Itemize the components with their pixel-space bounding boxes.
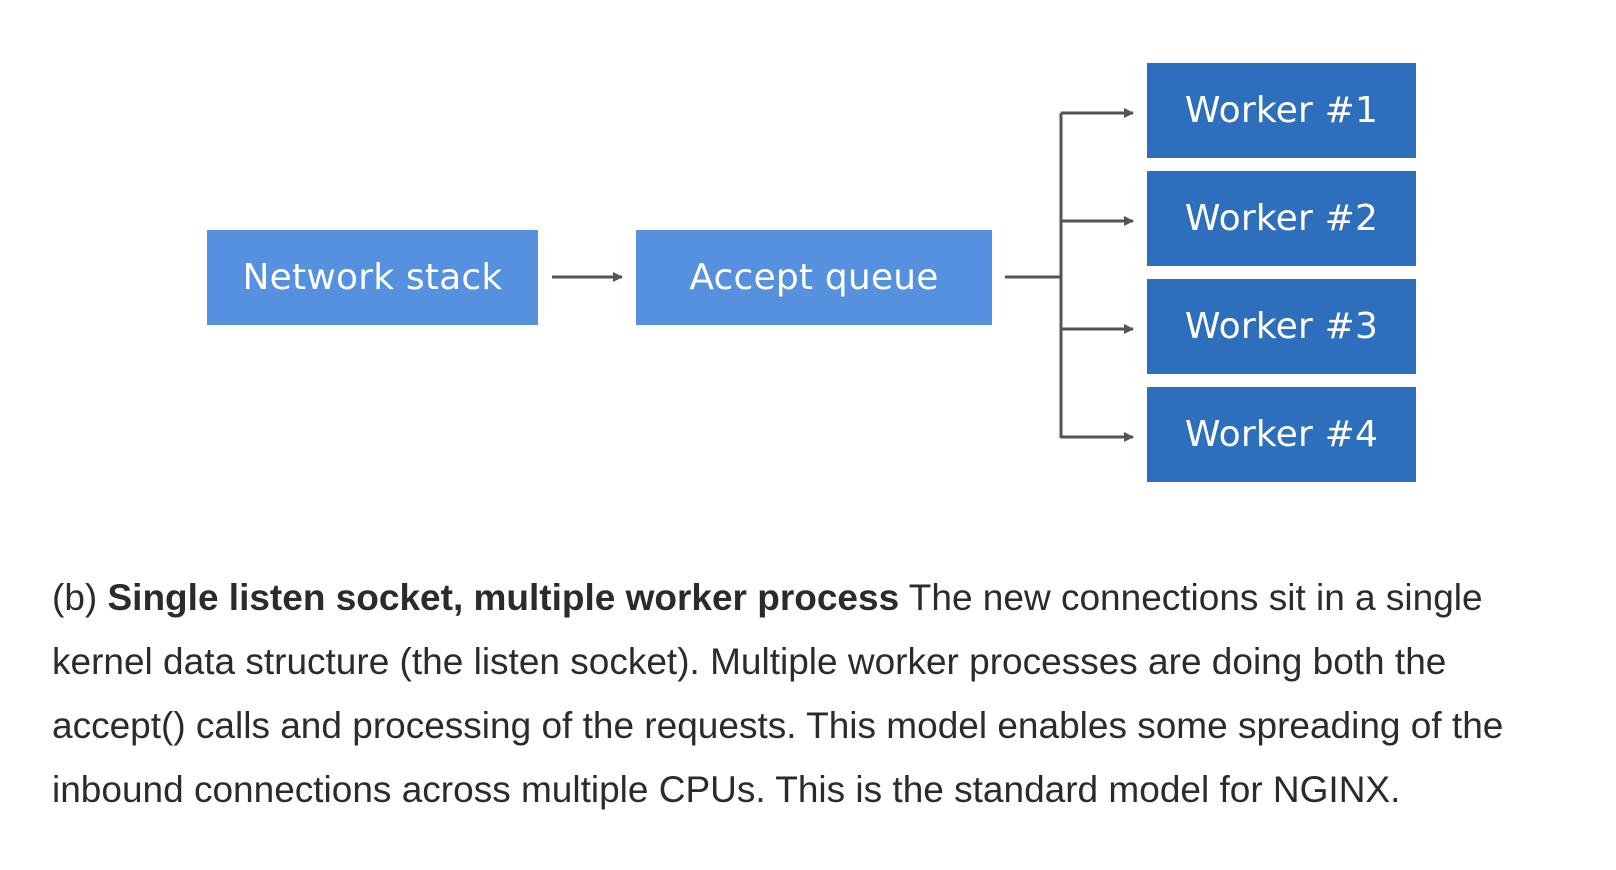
network-stack-box: Network stack (207, 230, 538, 325)
worker-box-3: Worker #3 (1147, 279, 1416, 374)
worker-box-1: Worker #1 (1147, 63, 1416, 158)
architecture-diagram: Network stack Accept queue Worker #1 Wor… (207, 63, 1416, 482)
connector-lines (552, 108, 1134, 442)
figure-caption: (b) Single listen socket, multiple worke… (52, 566, 1582, 822)
accept-queue-box: Accept queue (636, 230, 992, 325)
worker-box-2: Worker #2 (1147, 171, 1416, 266)
caption-body: The new connections sit in a single kern… (52, 577, 1504, 810)
worker-box-4: Worker #4 (1147, 387, 1416, 482)
caption-title: Single listen socket, multiple worker pr… (107, 577, 900, 618)
caption-prefix: (b) (52, 577, 108, 618)
